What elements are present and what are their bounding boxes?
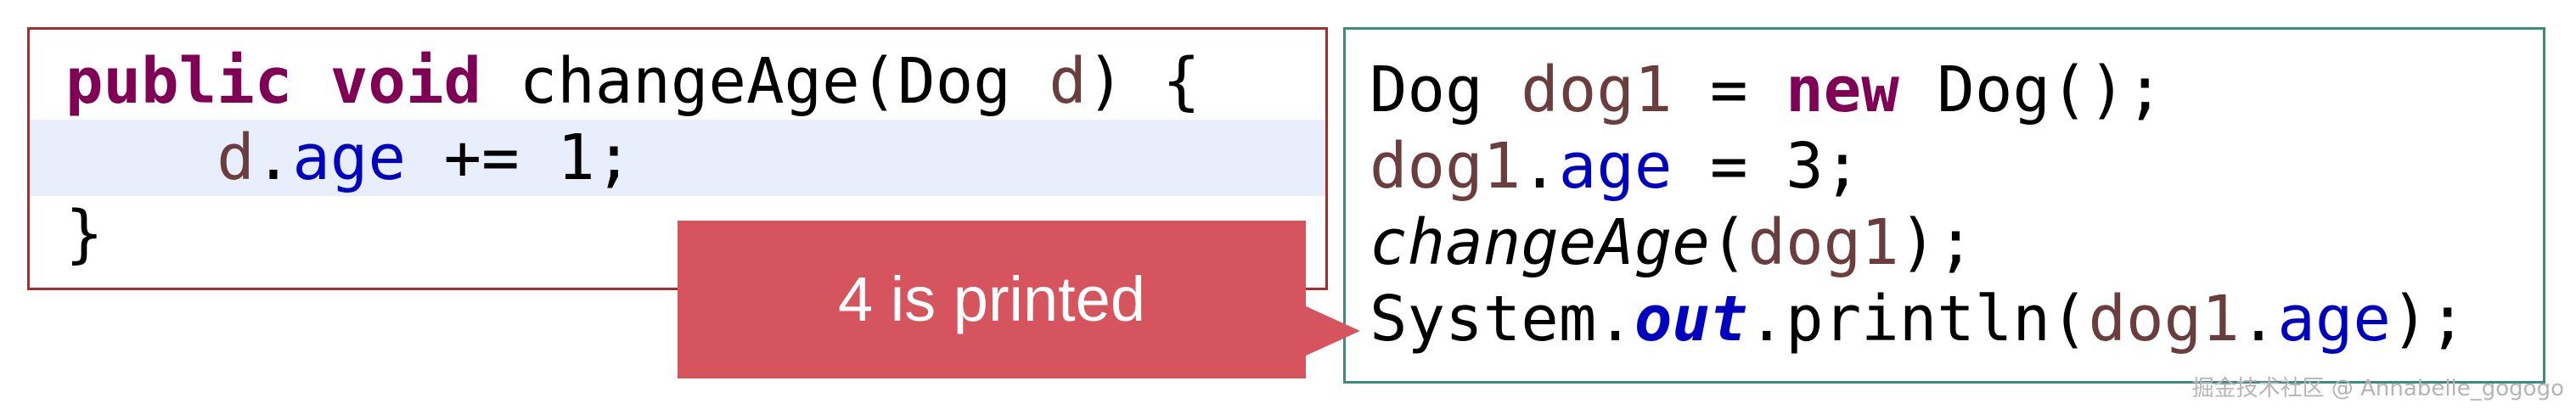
field-age: age [292, 121, 406, 194]
dot: . [2239, 283, 2278, 356]
keyword-new: new [1786, 53, 1899, 126]
var-dog1: dog1 [1521, 53, 1673, 126]
param-name: d [1049, 45, 1087, 118]
system-prefix: System. [1370, 283, 1634, 356]
var-d: d [217, 121, 255, 194]
method-name: changeAge(Dog [519, 45, 1011, 118]
signature-tail: ) { [1086, 45, 1201, 118]
type-dog: Dog [1370, 53, 1483, 126]
code-line-call-change-age: changeAge(dog1); [1346, 204, 2543, 281]
code-line-set-age: dog1.age = 3; [1346, 128, 2543, 204]
callout-pointer-arrow [1304, 305, 1360, 356]
increment-tail: += 1; [406, 121, 633, 194]
code-line-increment: d.age += 1; [30, 120, 1325, 196]
println-tail: ); [2390, 283, 2467, 356]
method-code-panel: public void changeAge(Dog d) { d.age += … [27, 27, 1328, 290]
dot: . [1521, 130, 1559, 203]
field-age: age [2277, 283, 2391, 356]
caller-code-panel: Dog dog1 = new Dog(); dog1.age = 3; chan… [1343, 27, 2545, 384]
field-age: age [1558, 130, 1673, 203]
dot: . [254, 121, 293, 194]
code-line-println: System.out.println(dog1.age); [1346, 281, 2543, 357]
keyword-void: void [329, 45, 482, 118]
callout-text: 4 is printed [838, 264, 1145, 334]
println-call: .println( [1747, 283, 2089, 356]
method-change-age: changeAge [1370, 206, 1710, 279]
watermark: 掘金技术社区 @ Annabelle_gogogo [2191, 376, 2564, 401]
constructor-tail: Dog(); [1898, 53, 2164, 126]
field-out: out [1634, 283, 1748, 356]
assign: = [1672, 53, 1786, 126]
code-line-new-dog: Dog dog1 = new Dog(); [1346, 52, 2543, 128]
output-callout: 4 is printed [678, 221, 1306, 378]
var-dog1: dog1 [2088, 283, 2240, 356]
call-tail: ); [1898, 206, 1975, 279]
code-line-closing-brace: } [30, 196, 1325, 272]
open-paren: ( [1709, 206, 1748, 279]
var-dog1: dog1 [1370, 130, 1521, 203]
code-line-method-signature: public void changeAge(Dog d) { [30, 43, 1325, 120]
indent [65, 121, 217, 194]
keyword-public: public [65, 45, 293, 118]
set-age-tail: = 3; [1672, 130, 1862, 203]
var-dog1: dog1 [1747, 206, 1899, 279]
closing-brace: } [65, 198, 104, 271]
